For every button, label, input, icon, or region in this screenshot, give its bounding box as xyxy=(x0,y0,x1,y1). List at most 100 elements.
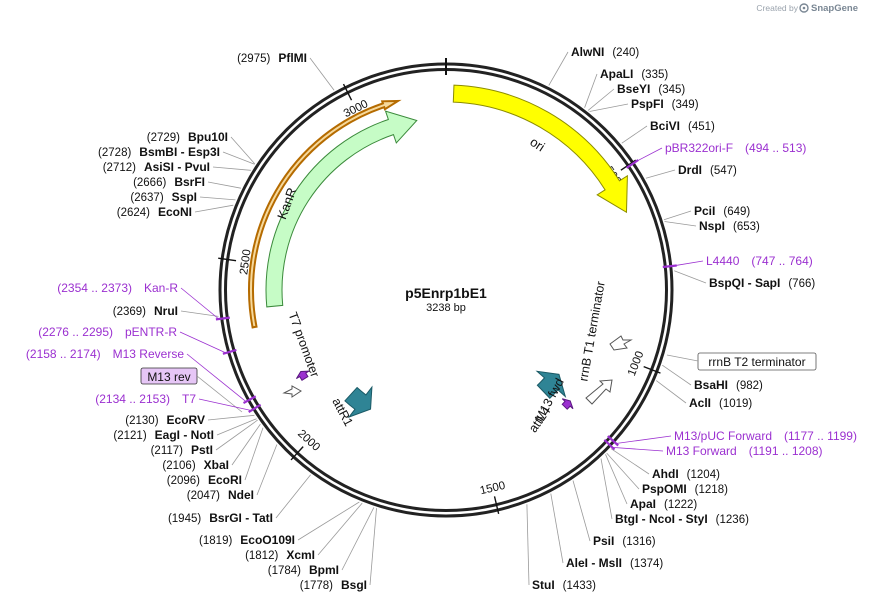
site-bspqi-sapi[interactable]: BspQI - SapI(766) xyxy=(674,270,815,290)
tick-label-1500: 1500 xyxy=(479,480,507,498)
site-label: (2121)EagI - NotI xyxy=(113,428,214,442)
site-apai[interactable]: ApaI(1222) xyxy=(605,454,698,511)
site-eagi-noti[interactable]: (2121)EagI - NotI xyxy=(113,418,257,442)
site-alwni[interactable]: AlwNI(240) xyxy=(548,45,640,86)
site-ecoo109i[interactable]: (1819)EcoO109I xyxy=(199,501,360,547)
plasmid-name: p5Enrp1bE1 xyxy=(405,285,487,301)
site-acli[interactable]: AclI(1019) xyxy=(656,380,752,410)
site-psii[interactable]: PsiI(1316) xyxy=(572,480,656,549)
site-leader xyxy=(207,181,241,189)
site-leader xyxy=(215,419,258,451)
primer-kan-r[interactable]: (2354 .. 2373)Kan-R xyxy=(57,281,230,321)
primer-pbr322ori-f[interactable]: pBR322ori-F(494 .. 513) xyxy=(625,141,807,169)
site-drdi[interactable]: DrdI(547) xyxy=(645,163,737,179)
site-ndei[interactable]: (2047)NdeI xyxy=(187,444,278,503)
primer-pentr-r[interactable]: (2276 .. 2295)pENTR-R xyxy=(38,325,237,355)
primer-m13-puc-forward[interactable]: M13/pUC Forward(1177 .. 1199) xyxy=(607,429,857,447)
site-stui[interactable]: StuI(1433) xyxy=(526,504,596,592)
site-ahdi[interactable]: AhdI(1204) xyxy=(610,448,720,481)
rrnb-t2-terminator-icon[interactable] xyxy=(609,335,633,351)
primer-m13-forward[interactable]: M13 Forward(1191 .. 1208) xyxy=(603,439,823,458)
site-nspi[interactable]: NspI(653) xyxy=(664,219,761,233)
tick-mark-1500 xyxy=(493,496,500,515)
site-xcmi[interactable]: (1812)XcmI xyxy=(245,502,363,562)
site-bsmbi-esp3i[interactable]: (2728)BsmBI - Esp3I xyxy=(98,145,255,165)
site-pspfi[interactable]: PspFI(349) xyxy=(589,97,699,112)
feature-m13-fwd[interactable] xyxy=(561,398,574,410)
site-label: AhdI(1204) xyxy=(652,467,720,481)
site-xbai[interactable]: (2106)XbaI xyxy=(162,423,261,472)
site-label: (2729)Bpu10I xyxy=(147,130,228,144)
site-alei-msli[interactable]: AleI - MslI(1374) xyxy=(550,493,664,570)
primer-leader xyxy=(179,331,226,354)
primer-t7[interactable]: (2134 .. 2153)T7 xyxy=(95,392,262,414)
site-leader xyxy=(297,501,360,541)
site-psti[interactable]: (2117)PstI xyxy=(151,419,258,457)
site-btgi-ncoi-styi[interactable]: BtgI - NcoI - StyI(1236) xyxy=(600,458,749,526)
site-ecorv[interactable]: (2130)EcoRV xyxy=(125,413,255,427)
site-ecori[interactable]: (2096)EcoRI xyxy=(167,427,264,487)
site-pflmi[interactable]: (2975)PflMI xyxy=(237,51,335,91)
feature-label-t7-promoter: T7 promoter xyxy=(286,310,322,379)
site-pspomi[interactable]: PspOMI(1218) xyxy=(606,452,728,496)
feature-arrows xyxy=(248,84,628,419)
site-sspi[interactable]: (2637)SspI xyxy=(130,190,236,204)
site-label: ApaI(1222) xyxy=(630,497,697,511)
site-leader xyxy=(621,125,648,144)
site-leader xyxy=(207,414,255,421)
snapgene-logo-icon xyxy=(799,3,809,13)
primer-label: (2134 .. 2153)T7 xyxy=(95,392,196,406)
primer-m13-reverse[interactable]: (2158 .. 2174)M13 Reverse xyxy=(26,347,257,405)
site-label: DrdI(547) xyxy=(678,163,737,177)
site-econi[interactable]: (2624)EcoNI xyxy=(117,204,234,219)
site-label: (1778)BsgI xyxy=(300,578,367,592)
site-leader xyxy=(664,221,697,227)
feature-m13-rev[interactable] xyxy=(295,370,310,381)
feature-promoter-band[interactable] xyxy=(248,99,402,329)
site-leader xyxy=(589,103,629,112)
restriction-sites: AlwNI(240)ApaLI(335)BseYI(345)PspFI(349)… xyxy=(98,45,815,592)
primer-leader xyxy=(635,147,663,163)
site-leader xyxy=(663,210,692,221)
site-label: (2712)AsiSI - PvuI xyxy=(103,160,210,174)
site-label: (1812)XcmI xyxy=(245,548,315,562)
site-nrui[interactable]: (2369)NruI xyxy=(113,304,219,318)
site-asisi-pvui[interactable]: (2712)AsiSI - PvuI xyxy=(103,160,251,174)
feature-kanr[interactable] xyxy=(265,110,418,308)
site-leader xyxy=(548,51,569,86)
site-apali[interactable]: ApaLI(335) xyxy=(584,67,669,108)
t7-promoter-arrow-icon[interactable] xyxy=(282,385,302,398)
site-leader xyxy=(275,474,311,519)
site-leader xyxy=(212,166,251,171)
feature-label-m13-rev-box[interactable]: M13 rev xyxy=(140,367,198,385)
site-label: (2624)EcoNI xyxy=(117,205,192,219)
site-leader xyxy=(605,454,628,505)
primer-mark xyxy=(248,403,262,414)
primer-label: L4440(747 .. 764) xyxy=(706,254,813,268)
primer-l4440[interactable]: L4440(747 .. 764) xyxy=(662,254,813,269)
site-bsgi[interactable]: (1778)BsgI xyxy=(300,508,377,592)
feature-label-rrnb-t2-box[interactable]: rrnB T2 terminator xyxy=(697,352,817,371)
site-bpu10i[interactable]: (2729)Bpu10I xyxy=(147,130,256,165)
site-label: BseYI(345) xyxy=(617,82,685,96)
site-bsrfi[interactable]: (2666)BsrFI xyxy=(133,175,241,189)
tick-label-1000: 1000 xyxy=(626,350,646,378)
primer-leader xyxy=(673,260,704,267)
site-bsrgi-tati[interactable]: (1945)BsrGI - TatI xyxy=(168,474,311,525)
site-bpmi[interactable]: (1784)BpmI xyxy=(268,507,375,577)
feature-ori[interactable] xyxy=(452,84,628,214)
credit-brand: SnapGene xyxy=(811,3,858,14)
site-pcii[interactable]: PciI(649) xyxy=(663,204,750,221)
rrnb-t1-terminator-icon[interactable] xyxy=(585,379,613,405)
site-bsahi[interactable]: BsaHI(982) xyxy=(662,364,763,392)
primer-mark xyxy=(607,435,619,447)
feature-label-ori: ori xyxy=(527,134,547,155)
site-leader xyxy=(194,204,234,213)
site-bseyi[interactable]: BseYI(345) xyxy=(587,82,685,111)
feature-attr1[interactable] xyxy=(344,385,373,419)
site-leader xyxy=(662,364,692,386)
site-bcivi[interactable]: BciVI(451) xyxy=(621,119,715,144)
primer-leader xyxy=(198,398,252,411)
site-leader xyxy=(600,458,613,520)
feature-attl4[interactable] xyxy=(535,370,567,399)
